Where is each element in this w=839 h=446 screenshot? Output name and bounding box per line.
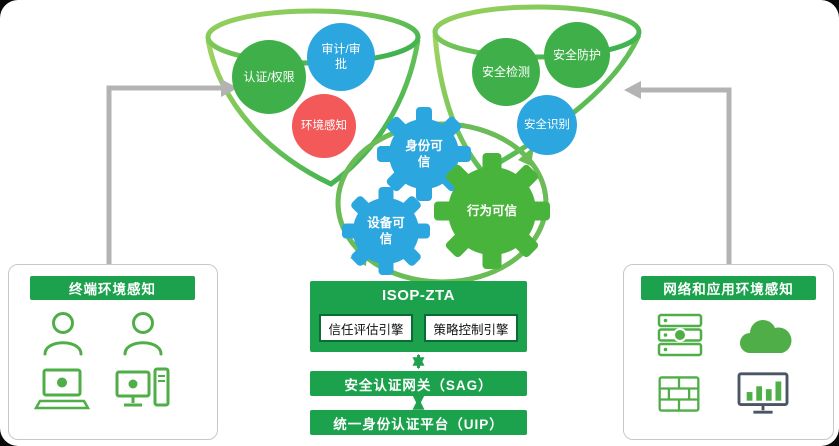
trust-evaluation-engine-box: 信任评估引擎	[319, 314, 413, 342]
uip-platform-box: 统一身份认证平台（UIP）	[310, 410, 527, 435]
person-male-icon	[123, 312, 163, 356]
policy-control-engine-box: 策略控制引擎	[424, 314, 518, 342]
isop-zta-box: ISOP-ZTA 信任评估引擎 策略控制引擎	[310, 281, 527, 352]
bubble-environment-awareness: 环境感知	[292, 94, 356, 158]
bubble-auth-permission: 认证/权限	[232, 40, 306, 114]
network-icon-slot	[734, 369, 792, 417]
bubble-label: 认证/权限	[243, 69, 295, 84]
network-icon-slot	[654, 309, 706, 361]
device-trust-label: 设备可信	[367, 216, 405, 246]
device-icon-slot	[33, 365, 91, 415]
network-environment-panel-title: 网络和应用环境感知	[641, 276, 816, 300]
monitor-chart-icon	[737, 372, 789, 414]
device-trust-gear	[342, 187, 430, 275]
sag-gateway-box: 安全认证网关（SAG）	[310, 371, 527, 396]
bubble-security-protection: 安全防护	[544, 22, 610, 88]
firewall-icon	[658, 376, 700, 412]
desktop-pc-icon	[115, 367, 170, 407]
terminal-environment-panel-title: 终端环境感知	[30, 276, 195, 300]
bubble-label: 安全防护	[552, 47, 601, 62]
bubble-label: 审计/审批	[321, 42, 361, 71]
behavior-trust-label: 行为可信	[466, 204, 517, 218]
isop-zta-title: ISOP-ZTA	[382, 287, 455, 304]
person-female-icon	[43, 312, 83, 356]
cycle-arrowhead-right	[518, 146, 534, 166]
cloud-icon	[740, 320, 792, 353]
bubble-label: 安全识别	[524, 118, 570, 131]
left-panel-to-funnel-arrow	[106, 79, 238, 266]
network-icon-slot	[656, 371, 702, 417]
user-icon-slot	[117, 307, 169, 359]
bubble-label: 安全检测	[481, 64, 530, 79]
behavior-trust-gear	[434, 153, 550, 269]
user-icon-slot	[37, 307, 89, 359]
bubble-audit-approval: 审计/审批	[307, 23, 375, 91]
identity-trust-label: 身份可信	[405, 139, 443, 169]
bubble-security-detection: 安全检测	[472, 38, 540, 106]
server-stack-icon	[657, 313, 703, 357]
bubble-label: 环境感知	[301, 119, 347, 132]
identity-trust-gear	[377, 107, 471, 201]
right-panel-to-funnel-arrow	[624, 81, 732, 266]
bubble-security-identification: 安全识别	[517, 95, 577, 155]
network-environment-panel: 网络和应用环境感知	[623, 264, 834, 440]
device-icon-slot	[113, 365, 171, 415]
laptop-icon	[33, 368, 91, 410]
network-icon-slot	[736, 315, 796, 357]
terminal-environment-panel: 终端环境感知	[8, 264, 218, 440]
